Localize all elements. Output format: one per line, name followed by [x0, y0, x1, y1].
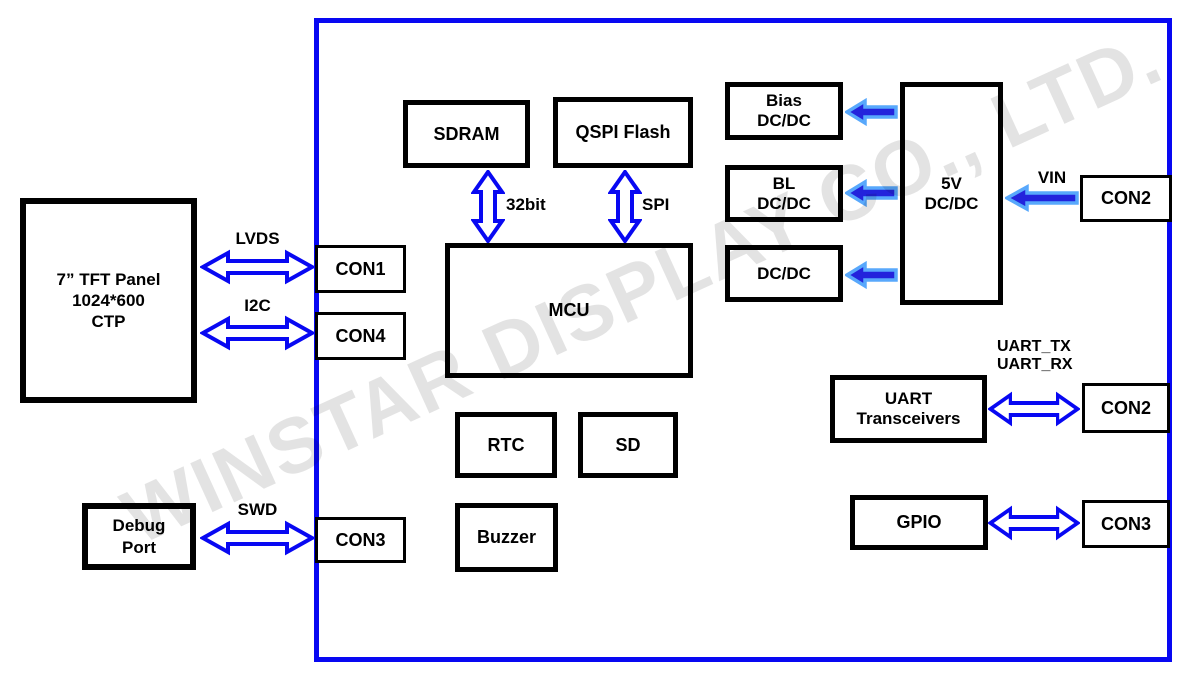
- lvds-bus-arrow-icon: [200, 247, 315, 287]
- gpio-block: GPIO: [850, 495, 988, 550]
- con4-label: CON4: [335, 325, 386, 346]
- bl-dcdc-line1: BL: [772, 173, 796, 193]
- 5v-dcdc-line1: 5V: [941, 173, 962, 193]
- con2-top-label: CON2: [1100, 188, 1151, 209]
- rtc-label: RTC: [487, 434, 525, 455]
- mcu-block: MCU: [445, 243, 693, 378]
- sdram-label: SDRAM: [433, 123, 500, 144]
- con4-block: CON4: [315, 312, 406, 360]
- dcdc-block: DC/DC: [725, 245, 843, 302]
- gpio-label: GPIO: [896, 512, 942, 533]
- bl-power-arrow-icon: [845, 179, 898, 207]
- bias-dcdc-block: Bias DC/DC: [725, 82, 843, 140]
- con2-top-block: CON2: [1080, 175, 1172, 222]
- spi-label: SPI: [642, 195, 670, 214]
- sd-label: SD: [615, 434, 641, 455]
- vin-power-arrow-icon: [1005, 184, 1079, 212]
- uart-transceivers-line2: Transceivers: [856, 409, 961, 428]
- uart-transceivers-block: UART Transceivers: [830, 375, 987, 443]
- con3-right-block: CON3: [1082, 500, 1170, 548]
- tft-panel-line3: CTP: [91, 312, 126, 332]
- con1-block: CON1: [315, 245, 406, 293]
- dcdc-power-arrow-icon: [845, 261, 898, 289]
- debug-port-line1: Debug: [112, 516, 166, 536]
- bias-dcdc-line1: Bias: [766, 91, 802, 111]
- con3-left-label: CON3: [335, 529, 386, 550]
- debug-port-block: Debug Port: [82, 503, 196, 570]
- swd-bus-arrow-icon: [200, 518, 315, 558]
- gpio-bus-arrow-icon: [988, 503, 1080, 543]
- i2c-bus-arrow-icon: [200, 313, 315, 353]
- bias-dcdc-line2: DC/DC: [757, 111, 811, 130]
- 5v-dcdc-line2: DC/DC: [924, 193, 979, 213]
- tft-panel-block: 7” TFT Panel 1024*600 CTP: [20, 198, 197, 403]
- vin-label: VIN: [1037, 168, 1067, 187]
- bl-dcdc-block: BL DC/DC: [725, 165, 843, 222]
- uart-rx-label: UART_RX: [997, 356, 1073, 373]
- con2-bottom-block: CON2: [1082, 383, 1170, 433]
- 5v-dcdc-block: 5V DC/DC: [900, 82, 1003, 305]
- con1-label: CON1: [335, 258, 386, 279]
- buzzer-label: Buzzer: [476, 527, 536, 548]
- 32bit-label: 32bit: [506, 195, 546, 214]
- con2-bottom-label: CON2: [1100, 397, 1151, 418]
- mcu-label: MCU: [548, 300, 590, 321]
- uart-bus-arrow-icon: [988, 389, 1080, 429]
- lvds-label: LVDS: [235, 229, 280, 248]
- debug-port-line2: Port: [122, 537, 156, 557]
- con3-right-label: CON3: [1100, 513, 1151, 534]
- swd-label: SWD: [237, 500, 278, 519]
- tft-panel-line2: 1024*600: [72, 290, 145, 310]
- uart-transceivers-line1: UART: [884, 389, 933, 409]
- i2c-label: I2C: [244, 296, 271, 315]
- uart-tx-label: UART_TX: [997, 338, 1071, 355]
- qspi-flash-block: QSPI Flash: [553, 97, 693, 168]
- tft-panel-line1: 7” TFT Panel: [56, 269, 161, 289]
- dcdc-label: DC/DC: [757, 263, 811, 283]
- bl-dcdc-line2: DC/DC: [757, 193, 811, 213]
- qspi-bus-arrow-icon: [608, 170, 642, 243]
- bias-power-arrow-icon: [845, 98, 898, 126]
- con3-left-block: CON3: [315, 517, 406, 563]
- sdram-bus-arrow-icon: [471, 170, 505, 243]
- sd-block: SD: [578, 412, 678, 478]
- rtc-block: RTC: [455, 412, 557, 478]
- sdram-block: SDRAM: [403, 100, 530, 168]
- buzzer-block: Buzzer: [455, 503, 558, 572]
- qspi-flash-label: QSPI Flash: [575, 122, 671, 143]
